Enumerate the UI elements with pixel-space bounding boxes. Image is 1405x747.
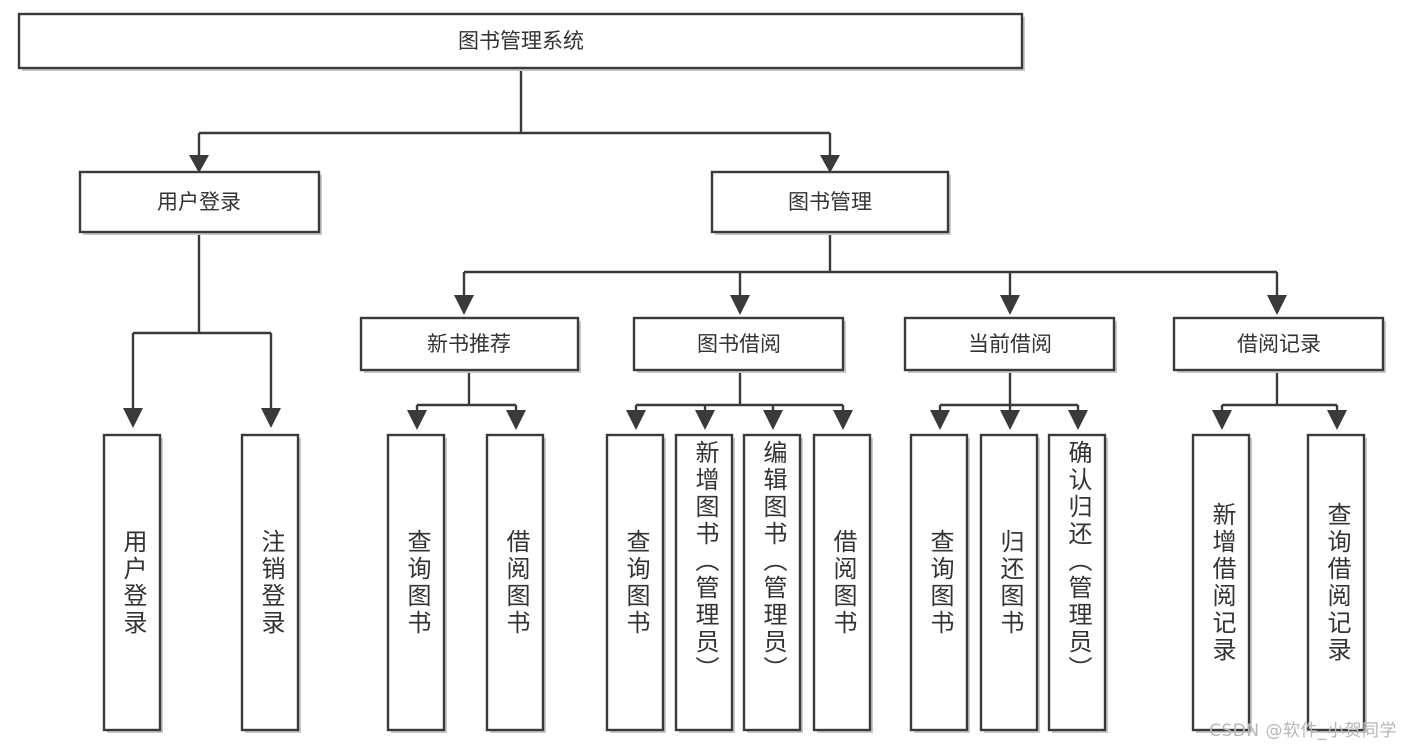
leaf-user-login-1-box[interactable] — [240, 433, 300, 732]
node-root[interactable]: 图书管理系统 — [17, 12, 1025, 71]
arrow-current-borrow-leaf-1 — [1000, 410, 1020, 430]
leaf-book-borrow-1-box[interactable] — [674, 433, 734, 732]
borrow-record-box[interactable] — [1172, 316, 1385, 372]
leaf-current-borrow-2-box[interactable] — [1047, 433, 1107, 732]
node-borrow-record[interactable]: 借阅记录 — [1172, 316, 1386, 373]
user-login-label: 用户登录 — [157, 190, 241, 214]
leaf-book-borrow-2-box[interactable] — [742, 433, 802, 732]
user-login-box[interactable] — [78, 170, 321, 234]
borrow-record-label: 借阅记录 — [1237, 332, 1321, 356]
node-new-book-recommend[interactable]: 新书推荐 — [359, 316, 581, 373]
arrow-root-to-user-login — [189, 155, 209, 173]
leaf-borrow-record-1-box[interactable] — [1306, 433, 1366, 732]
leaf-borrow-record-0-box[interactable] — [1191, 433, 1251, 732]
arrow-book-borrow-leaf-0 — [626, 410, 646, 430]
connectors-group — [123, 68, 1347, 430]
arrow-root-to-book-mgmt — [820, 155, 840, 173]
book-management-box[interactable] — [710, 170, 950, 234]
arrow-book-borrow-leaf-3 — [833, 410, 853, 430]
arrow-book-borrow-leaf-2 — [763, 410, 783, 430]
arrow-user-login-leaf-0 — [123, 408, 143, 428]
arrow-book-borrow-leaf-1 — [695, 410, 715, 430]
csdn-watermark: CSDN @软件_小贺同学 — [1209, 721, 1397, 741]
arrow-book-mgmt-to-l3-1 — [730, 295, 750, 315]
current-borrow-label: 当前借阅 — [968, 332, 1052, 356]
leaf-new-book-0-box[interactable] — [386, 433, 446, 732]
arrow-new-book-leaf-1 — [506, 410, 526, 430]
node-book-borrow[interactable]: 图书借阅 — [632, 316, 846, 373]
book-borrow-label: 图书借阅 — [697, 332, 781, 356]
node-book-management[interactable]: 图书管理 — [710, 170, 951, 235]
new-book-recommend-label: 新书推荐 — [427, 332, 511, 356]
root-label: 图书管理系统 — [458, 29, 584, 53]
arrow-book-mgmt-to-l3-2 — [1000, 295, 1020, 315]
leaf-book-borrow-3-box[interactable] — [812, 433, 872, 732]
book-management-label: 图书管理 — [788, 190, 872, 214]
arrow-borrow-record-leaf-1 — [1327, 410, 1347, 430]
leaf-boxes-group — [102, 433, 1367, 733]
node-current-borrow[interactable]: 当前借阅 — [903, 316, 1117, 373]
root-box[interactable] — [17, 12, 1024, 70]
arrow-book-mgmt-to-l3-3 — [1267, 295, 1287, 315]
book-borrow-box[interactable] — [632, 316, 845, 372]
leaf-new-book-1-box[interactable] — [485, 433, 545, 732]
leaf-current-borrow-1-box[interactable] — [979, 433, 1039, 732]
node-user-login[interactable]: 用户登录 — [78, 170, 322, 235]
arrow-user-login-leaf-1 — [261, 408, 281, 428]
leaf-book-borrow-0-box[interactable] — [605, 433, 665, 732]
current-borrow-box[interactable] — [903, 316, 1116, 372]
leaf-current-borrow-0-box[interactable] — [909, 433, 969, 732]
arrow-new-book-leaf-0 — [407, 410, 427, 430]
arrow-borrow-record-leaf-0 — [1212, 410, 1232, 430]
arrow-book-mgmt-to-l3-0 — [454, 295, 474, 315]
arrow-current-borrow-leaf-0 — [930, 410, 950, 430]
leaf-user-login-0-box[interactable] — [102, 433, 162, 732]
new-book-recommend-box[interactable] — [359, 316, 580, 372]
arrow-current-borrow-leaf-2 — [1068, 410, 1088, 430]
